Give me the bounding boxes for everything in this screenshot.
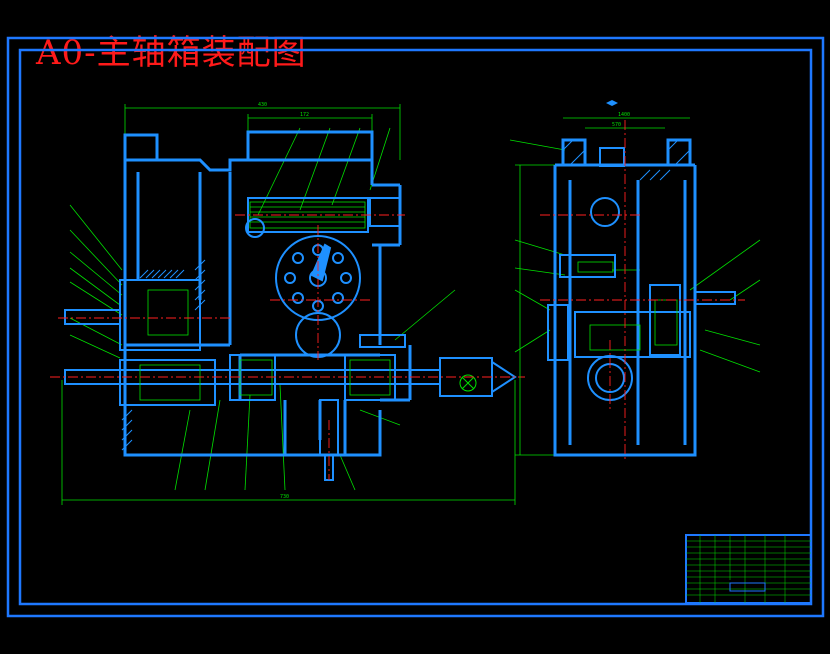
svg-text:430: 430 bbox=[258, 102, 267, 108]
drawing-title: A0-主轴箱装配图 bbox=[36, 33, 307, 73]
svg-text:570: 570 bbox=[612, 122, 621, 128]
svg-text:172: 172 bbox=[300, 112, 309, 118]
svg-text:730: 730 bbox=[280, 494, 289, 500]
front-section-view: 430 172 730 bbox=[50, 102, 525, 505]
sheet-outer-frame bbox=[6, 36, 825, 618]
title-block bbox=[685, 534, 812, 604]
front-dimensions bbox=[61, 104, 516, 505]
sheet-inner-frame bbox=[18, 48, 813, 606]
side-dimensions bbox=[509, 117, 761, 456]
side-section-view: 1400 570 bbox=[509, 100, 761, 460]
svg-text:1400: 1400 bbox=[618, 112, 630, 118]
